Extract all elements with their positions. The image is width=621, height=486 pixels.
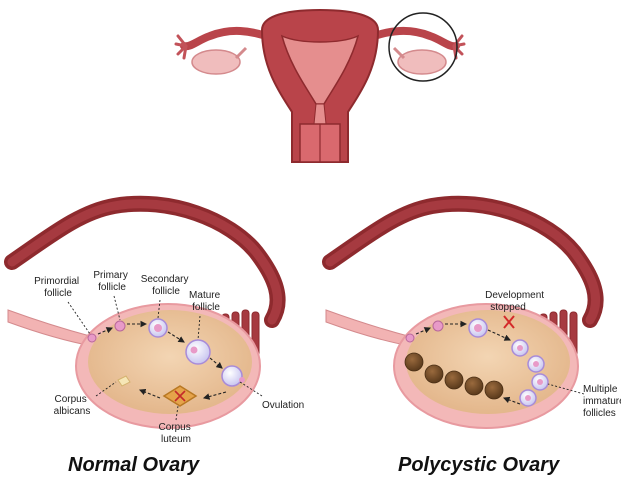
uterus-illustration bbox=[176, 10, 464, 162]
polycystic-ovary-title: Polycystic Ovary bbox=[398, 454, 559, 477]
mature-follicle bbox=[186, 340, 210, 364]
normal-ovary-panel: Primordial follicle Primary follicle Sec… bbox=[8, 204, 304, 445]
right-fallopian-tube bbox=[368, 31, 456, 46]
polycystic-ovary-panel: Development stopped Multiple immature fo… bbox=[326, 204, 621, 428]
primordial-follicle bbox=[88, 334, 96, 342]
label-multiple-immature-follicles: Multiple immature follicles bbox=[583, 384, 621, 419]
left-fallopian-tube bbox=[184, 31, 272, 46]
pco-primordial-follicle bbox=[406, 334, 414, 342]
normal-tube-arc bbox=[12, 204, 278, 320]
primary-follicle bbox=[115, 321, 125, 331]
label-development-stopped: Development stopped bbox=[485, 290, 547, 313]
label-corpus-albicans: Corpus albicans bbox=[54, 394, 91, 417]
left-ovary-small bbox=[192, 50, 240, 74]
pco-primary-follicle bbox=[433, 321, 443, 331]
label-primordial-follicle: Primordial follicle bbox=[34, 276, 82, 299]
right-ovary-small bbox=[398, 50, 446, 74]
label-corpus-luteum: Corpus luteum bbox=[158, 422, 193, 445]
polycystic-tube-arc bbox=[330, 204, 596, 320]
label-secondary-follicle: Secondary follicle bbox=[141, 274, 192, 297]
label-primary-follicle: Primary follicle bbox=[93, 270, 130, 293]
normal-ovarian-ligament bbox=[8, 310, 92, 346]
cervical-canal bbox=[314, 104, 326, 124]
normal-ovary-title: Normal Ovary bbox=[68, 454, 199, 477]
label-mature-follicle: Mature follicle bbox=[189, 290, 223, 313]
ovulation-follicle bbox=[222, 366, 242, 386]
label-ovulation: Ovulation bbox=[262, 400, 304, 411]
polycystic-ovary-body bbox=[406, 310, 570, 414]
polycystic-ovarian-ligament bbox=[326, 310, 410, 346]
